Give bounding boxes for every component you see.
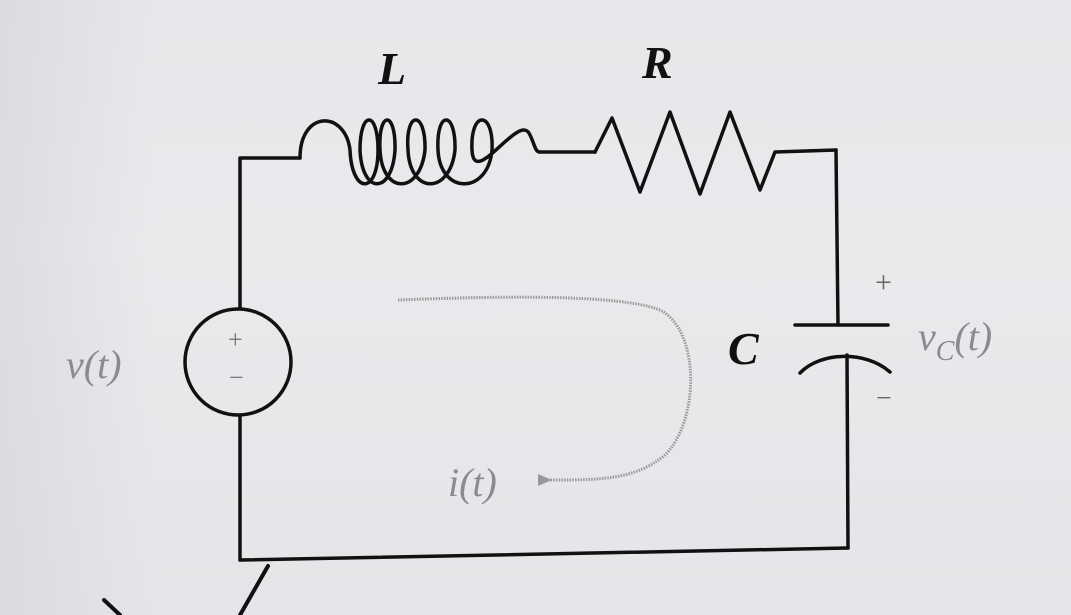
source-minus-sign: − [229,363,244,392]
wire-left-top [238,156,302,310]
current-arrow [397,295,693,487]
capacitor-voltage-label: vC(t) [918,317,992,366]
capacitor-minus-sign: − [876,383,892,414]
voltage-source-circle [183,307,293,417]
inductor-label: L [378,43,407,94]
resistor-zigzag [593,110,838,196]
wire-right-top [834,148,840,327]
capacitor-voltage-subscript: C [935,336,955,367]
current-label: i(t) [448,460,497,505]
wire-bottom [238,546,850,562]
capacitor-label: C [728,323,759,374]
source-voltage-label: v(t) [66,342,122,387]
pen-marks [102,564,270,615]
capacitor-voltage-symbol: v [918,314,936,359]
capacitor-bottom-plate [798,354,892,375]
wire-right-bottom [845,353,850,550]
resistor-label: R [642,37,673,88]
capacitor-plus-sign: + [875,266,892,299]
capacitor-voltage-argument: (t) [954,314,993,359]
background-shadow [0,0,150,615]
source-plus-sign: + [228,325,243,354]
inductor-coil [298,118,542,186]
